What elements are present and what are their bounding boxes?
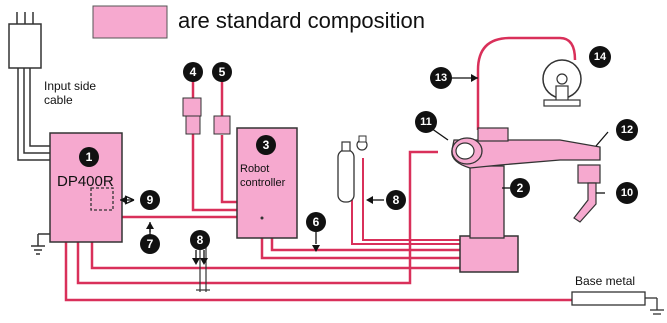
svg-text:9: 9 (147, 193, 154, 207)
svg-text:6: 6 (313, 215, 320, 229)
svg-text:12: 12 (621, 124, 633, 136)
svg-text:10: 10 (621, 187, 633, 199)
torch (577, 164, 601, 184)
svg-text:8: 8 (197, 233, 204, 247)
controller-label-1: Robot (240, 163, 269, 175)
input-cable (17, 68, 50, 161)
badge-7: 7 (140, 234, 160, 254)
svg-text:11: 11 (420, 116, 432, 128)
badge-8a: 8 (190, 230, 210, 250)
svg-text:8: 8 (393, 193, 400, 207)
badge-2: 2 (510, 178, 530, 198)
interface-board (90, 187, 114, 211)
badge-10: 10 (616, 182, 638, 204)
wall-plug (8, 23, 42, 69)
arrowheads (120, 74, 478, 265)
badge-9: 9 (140, 190, 160, 210)
input-cable-label-1: Input side (44, 79, 96, 93)
manipulator-base (459, 235, 519, 273)
svg-text:7: 7 (147, 237, 154, 251)
legend-text: are standard composition (178, 8, 425, 33)
badge-4: 4 (183, 62, 203, 82)
welder-label: DP400R (57, 173, 114, 190)
svg-text:2: 2 (517, 181, 524, 195)
connector-5 (213, 115, 231, 135)
cables (64, 36, 600, 302)
controller-label-2: controller (240, 177, 286, 189)
base-metal (571, 291, 646, 306)
svg-text:3: 3 (263, 138, 270, 152)
badge-6: 6 (306, 212, 326, 232)
badge-5: 5 (212, 62, 232, 82)
svg-text:4: 4 (190, 65, 197, 79)
badge-3: 3 (256, 135, 276, 155)
badge-14: 14 (589, 46, 611, 68)
badge-11: 11 (415, 111, 437, 133)
svg-text:5: 5 (219, 65, 226, 79)
badge-8b: 8 (386, 190, 406, 210)
badge-1: 1 (79, 147, 99, 167)
badge-13: 13 (430, 67, 452, 89)
legend-swatch (92, 5, 168, 39)
svg-text:13: 13 (435, 72, 447, 84)
connector-4 (182, 97, 202, 117)
gas-cylinder (337, 149, 355, 203)
svg-text:14: 14 (594, 51, 607, 63)
manipulator-body (469, 165, 505, 239)
badge-12: 12 (616, 119, 638, 141)
base-metal-label: Base metal (575, 274, 635, 288)
svg-text:1: 1 (86, 150, 93, 164)
input-cable-label-2: cable (44, 93, 73, 107)
